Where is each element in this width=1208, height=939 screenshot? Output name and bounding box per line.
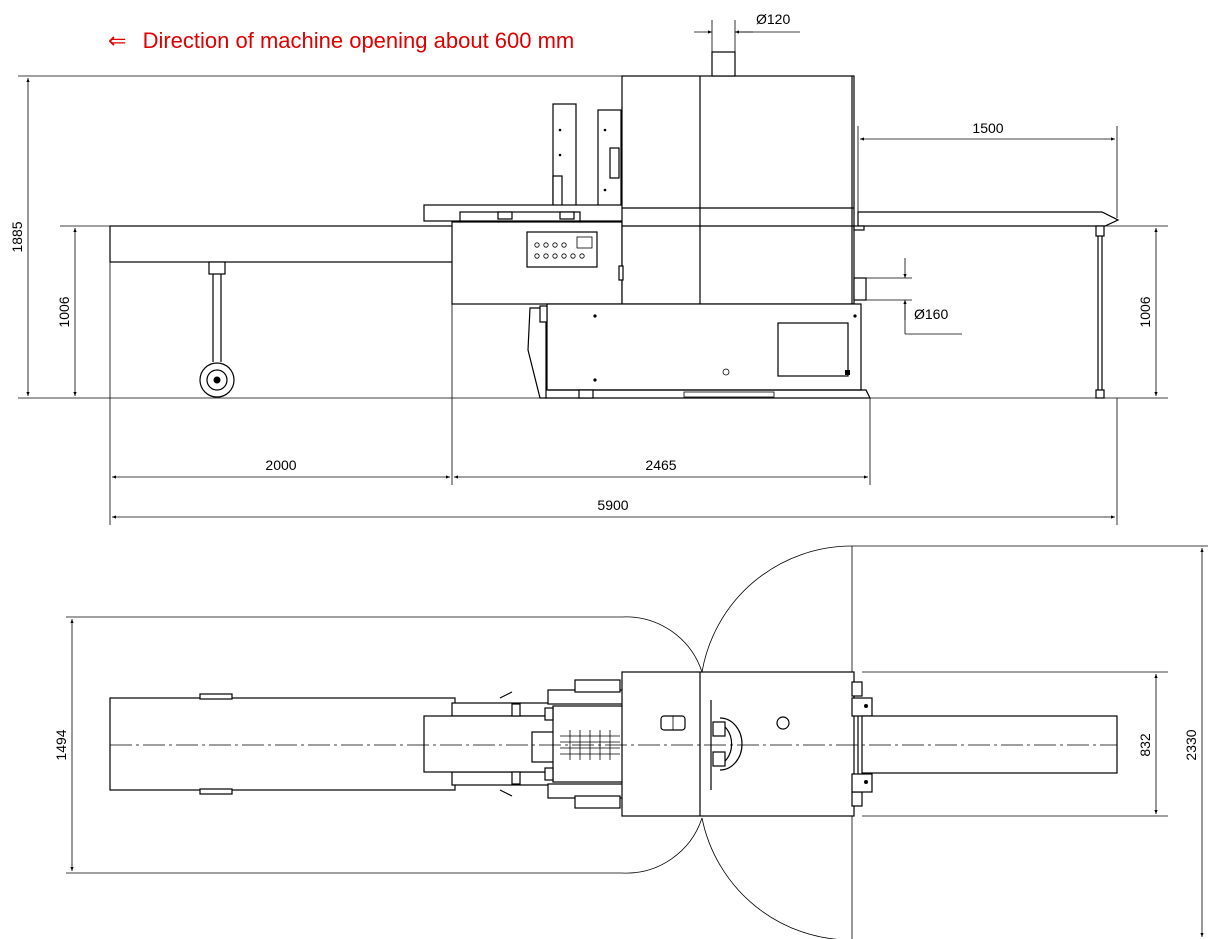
- dim-machine-length: 2465: [645, 457, 676, 473]
- dim-opening-width: 1494: [53, 729, 69, 760]
- side-exhaust-port: [853, 277, 867, 301]
- side-view-dimensions: 1885 1006 1006 Ø120 Ø160 1500 2: [9, 11, 1158, 525]
- access-door: [777, 322, 849, 377]
- dim-total-swing-width: 2330: [1183, 729, 1199, 760]
- main-cabin: [621, 75, 855, 305]
- left-arrow-icon: ⇐: [108, 28, 126, 53]
- top-view: [66, 545, 1208, 939]
- dim-total-height: 1885: [9, 221, 25, 252]
- dim-side-exhaust-diameter: Ø160: [914, 306, 948, 322]
- infeed-table-top: [109, 697, 456, 791]
- opening-direction-note: ⇐ Direction of machine opening about 600…: [108, 28, 574, 53]
- opening-direction-text: Direction of machine opening about 600 m…: [143, 28, 575, 53]
- control-panel: [526, 231, 598, 268]
- top-exhaust-port: [711, 51, 736, 77]
- dim-infeed-length: 2000: [265, 457, 296, 473]
- dim-right-table-height: 1006: [1137, 296, 1153, 327]
- dim-table-width: 832: [1137, 733, 1153, 757]
- exhaust-port-icon: [776, 716, 790, 730]
- main-cabin-top: [621, 671, 855, 817]
- side-view: [18, 51, 1168, 399]
- caster-wheel-icon: [199, 362, 235, 398]
- infeed-table: [109, 225, 456, 263]
- dim-top-exhaust-diameter: Ø120: [756, 11, 790, 27]
- outfeed-table-top: [861, 715, 1118, 774]
- outfeed-table: [857, 211, 1120, 227]
- top-view-dimensions: 1494 832 2330: [53, 548, 1204, 937]
- dim-left-table-height: 1006: [56, 296, 72, 327]
- dim-outfeed-length: 1500: [972, 120, 1003, 136]
- dim-total-length: 5900: [597, 497, 628, 513]
